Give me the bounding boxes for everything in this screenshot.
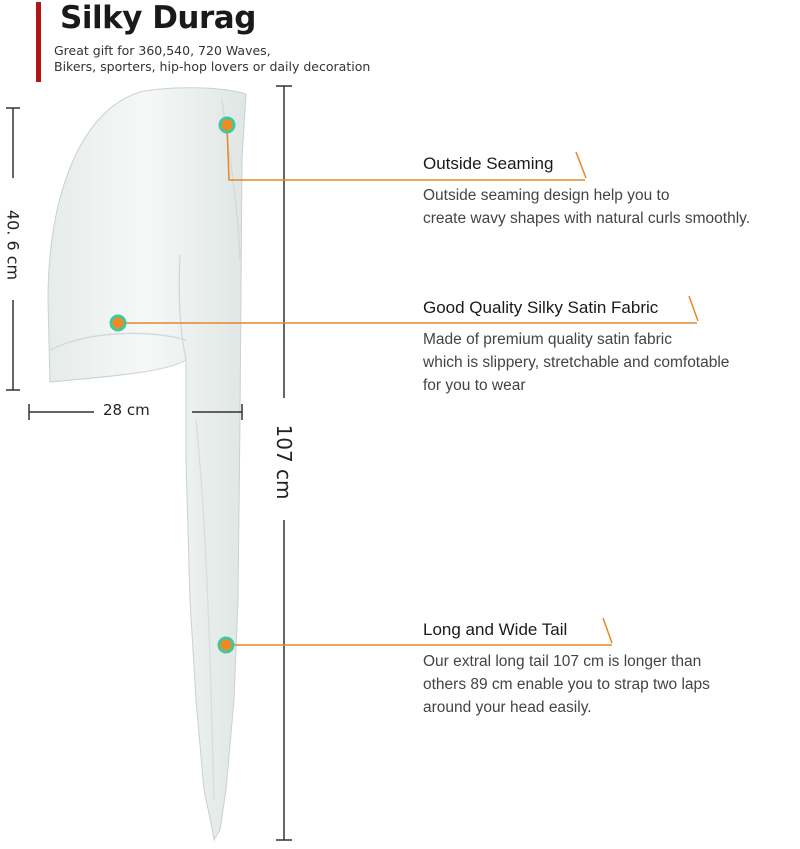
feature-desc-long-tail: Our extral long tail 107 cm is longer th… bbox=[423, 650, 710, 719]
durag-fold bbox=[49, 332, 187, 351]
callout-satin-fabric bbox=[109, 295, 699, 332]
feature-title-satin-fabric: Good Quality Silky Satin Fabric bbox=[423, 298, 659, 317]
width-label: 28 cm bbox=[103, 401, 150, 419]
title-accent-bar bbox=[36, 2, 41, 82]
feature-title-outside-seaming: Outside Seaming bbox=[423, 154, 554, 173]
feature-line: for you to wear bbox=[423, 377, 526, 394]
feature-title-long-tail: Long and Wide Tail bbox=[423, 620, 568, 639]
feature-line: Made of premium quality satin fabric bbox=[423, 331, 672, 348]
height-dimension bbox=[6, 107, 20, 391]
feature-line: create wavy shapes with natural curls sm… bbox=[423, 210, 751, 227]
feature-desc-outside-seaming: Outside seaming design help you to creat… bbox=[423, 184, 750, 230]
length-label: 107 cm bbox=[272, 424, 296, 500]
durag-tail-fold bbox=[195, 419, 215, 801]
feature-desc-satin-fabric: Made of premium quality satin fabric whi… bbox=[423, 328, 729, 397]
durag-fabric bbox=[47, 87, 247, 842]
subtitle-line-1: Great gift for 360,540, 720 Waves, bbox=[54, 43, 271, 58]
width-dimension bbox=[28, 404, 243, 420]
callout-long-tail bbox=[217, 617, 613, 654]
durag-flap bbox=[178, 254, 187, 361]
page-subtitle: Great gift for 360,540, 720 Waves, Biker… bbox=[54, 43, 370, 75]
height-label: 40. 6 cm bbox=[3, 209, 23, 281]
page-title: Silky Durag bbox=[60, 0, 256, 36]
feature-line: around your head easily. bbox=[423, 699, 592, 716]
subtitle-line-2: Bikers, sporters, hip-hop lovers or dail… bbox=[54, 59, 371, 74]
feature-line: Our extral long tail 107 cm is longer th… bbox=[423, 653, 702, 670]
feature-line: Outside seaming design help you to bbox=[423, 187, 670, 204]
length-dimension bbox=[276, 85, 292, 841]
feature-line: which is slippery, stretchable and comfo… bbox=[423, 354, 730, 371]
callout-outside-seaming bbox=[218, 116, 587, 181]
feature-line: others 89 cm enable you to strap two lap… bbox=[423, 676, 710, 693]
